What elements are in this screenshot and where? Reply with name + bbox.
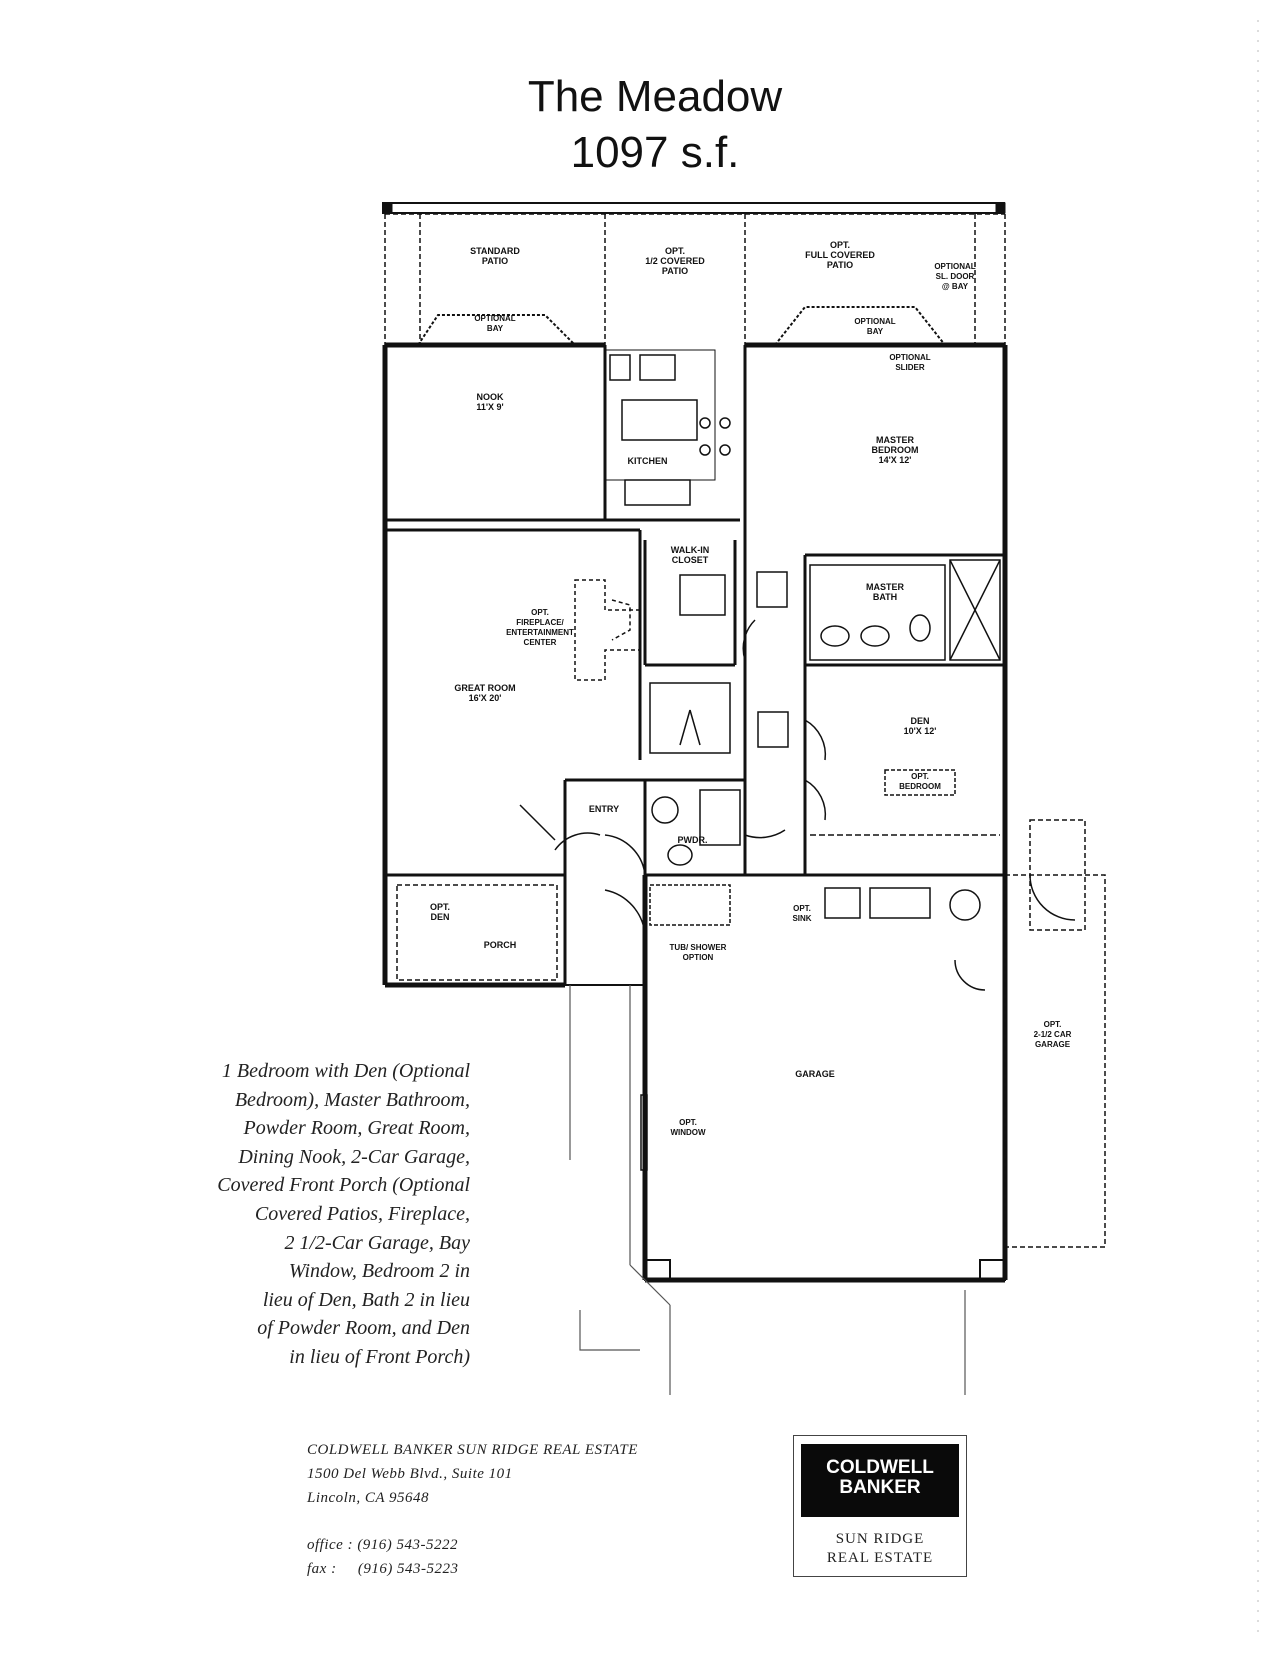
label-entry: ENTRY <box>588 804 620 814</box>
description-line: of Powder Room, and Den <box>257 1317 470 1340</box>
plan-area: 1097 s.f. <box>570 128 740 177</box>
fireplace-outline <box>574 579 641 681</box>
label-standard-patio: STANDARD PATIO <box>470 246 520 266</box>
utility-fixtures <box>649 884 981 926</box>
coldwell-banker-logo: COLDWELL BANKER SUN RIDGE REAL ESTATE <box>793 1435 967 1577</box>
interior-walls <box>385 345 1005 985</box>
label-full-covered-patio: OPT. FULL COVERED PATIO <box>805 240 875 270</box>
label-master-bath: MASTER BATH <box>866 582 904 602</box>
description-line: 2 1/2-Car Garage, Bay <box>284 1231 470 1254</box>
description-line: lieu of Den, Bath 2 in lieu <box>262 1288 470 1311</box>
label-garage: GARAGE <box>795 1069 835 1079</box>
office-phone: office : (916) 543-5222 <box>307 1537 459 1553</box>
company-address-1: 1500 Del Webb Blvd., Suite 101 <box>307 1466 513 1482</box>
hall-items <box>649 619 827 821</box>
description-line: Dining Nook, 2-Car Garage, <box>238 1145 470 1168</box>
logo-sub-2: REAL ESTATE <box>826 1550 934 1566</box>
logo-sub-1: SUN RIDGE <box>835 1531 925 1547</box>
label-kitchen: KITCHEN <box>627 456 668 466</box>
label-nook: NOOK 11'X 9' <box>476 392 504 412</box>
label-optional-bay-left: OPTIONAL BAY <box>474 314 516 333</box>
label-den: DEN 10'X 12' <box>903 716 937 736</box>
label-opt-window: OPT. WINDOW <box>670 1118 706 1137</box>
logo-line-2: BANKER <box>839 1477 921 1498</box>
description-line: Bedroom), Master Bathroom, <box>234 1088 470 1111</box>
description-line: Covered Patios, Fireplace, <box>254 1202 470 1225</box>
description-line: in lieu of Front Porch) <box>289 1345 470 1368</box>
label-optional-bay-right: OPTIONAL BAY <box>854 317 896 336</box>
porch-outline <box>396 884 558 981</box>
label-walk-in-closet: WALK-IN CLOSET <box>670 545 710 565</box>
plan-description: 1 Bedroom with Den (Optional Bedroom), M… <box>115 1057 470 1372</box>
kitchen-fixtures <box>604 349 731 506</box>
plan-title: The Meadow <box>527 72 783 121</box>
label-opt-garage-ext: OPT. 2-1/2 CAR GARAGE <box>1033 1020 1072 1049</box>
label-optional-sl-door: OPTIONAL SL. DOOR @ BAY <box>934 262 976 291</box>
label-porch: PORCH <box>483 940 517 950</box>
label-master-bedroom: MASTER BEDROOM 14'X 12' <box>871 435 919 465</box>
company-address-2: Lincoln, CA 95648 <box>307 1490 429 1506</box>
label-opt-sink: OPT. SINK <box>792 904 812 923</box>
label-tub-shower: TUB/ SHOWER OPTION <box>669 943 727 962</box>
label-den-option: OPT. BEDROOM <box>899 772 941 791</box>
description-line: 1 Bedroom with Den (Optional <box>221 1060 470 1082</box>
label-opt-den-porch: OPT. DEN <box>429 902 450 922</box>
label-powder: PWDR. <box>677 835 708 845</box>
closet-fixtures <box>679 571 789 748</box>
description-line: Window, Bedroom 2 in <box>288 1260 470 1283</box>
label-fireplace: OPT. FIREPLACE/ ENTERTAINMENT CENTER <box>506 608 574 647</box>
master-bath-fixtures <box>809 559 1001 661</box>
description-line: Powder Room, Great Room, <box>243 1117 470 1140</box>
label-great-room: GREAT ROOM 16'X 20' <box>454 683 516 703</box>
label-half-covered-patio: OPT. 1/2 COVERED PATIO <box>645 246 705 276</box>
bay-right <box>774 306 946 346</box>
den-fixtures <box>810 769 1000 836</box>
company-name: COLDWELL BANKER SUN RIDGE REAL ESTATE <box>307 1442 638 1458</box>
fax-number: fax : (916) 543-5223 <box>307 1561 459 1577</box>
description-line: Covered Front Porch (Optional <box>217 1174 470 1197</box>
logo-line-1: COLDWELL <box>826 1457 934 1478</box>
powder-fixtures <box>519 789 786 876</box>
driveway-lines <box>569 985 966 1395</box>
logo-wordmark: COLDWELL BANKER <box>801 1444 959 1517</box>
label-optional-slider: OPTIONAL SLIDER <box>889 353 931 372</box>
exterior-walls <box>382 342 1008 988</box>
